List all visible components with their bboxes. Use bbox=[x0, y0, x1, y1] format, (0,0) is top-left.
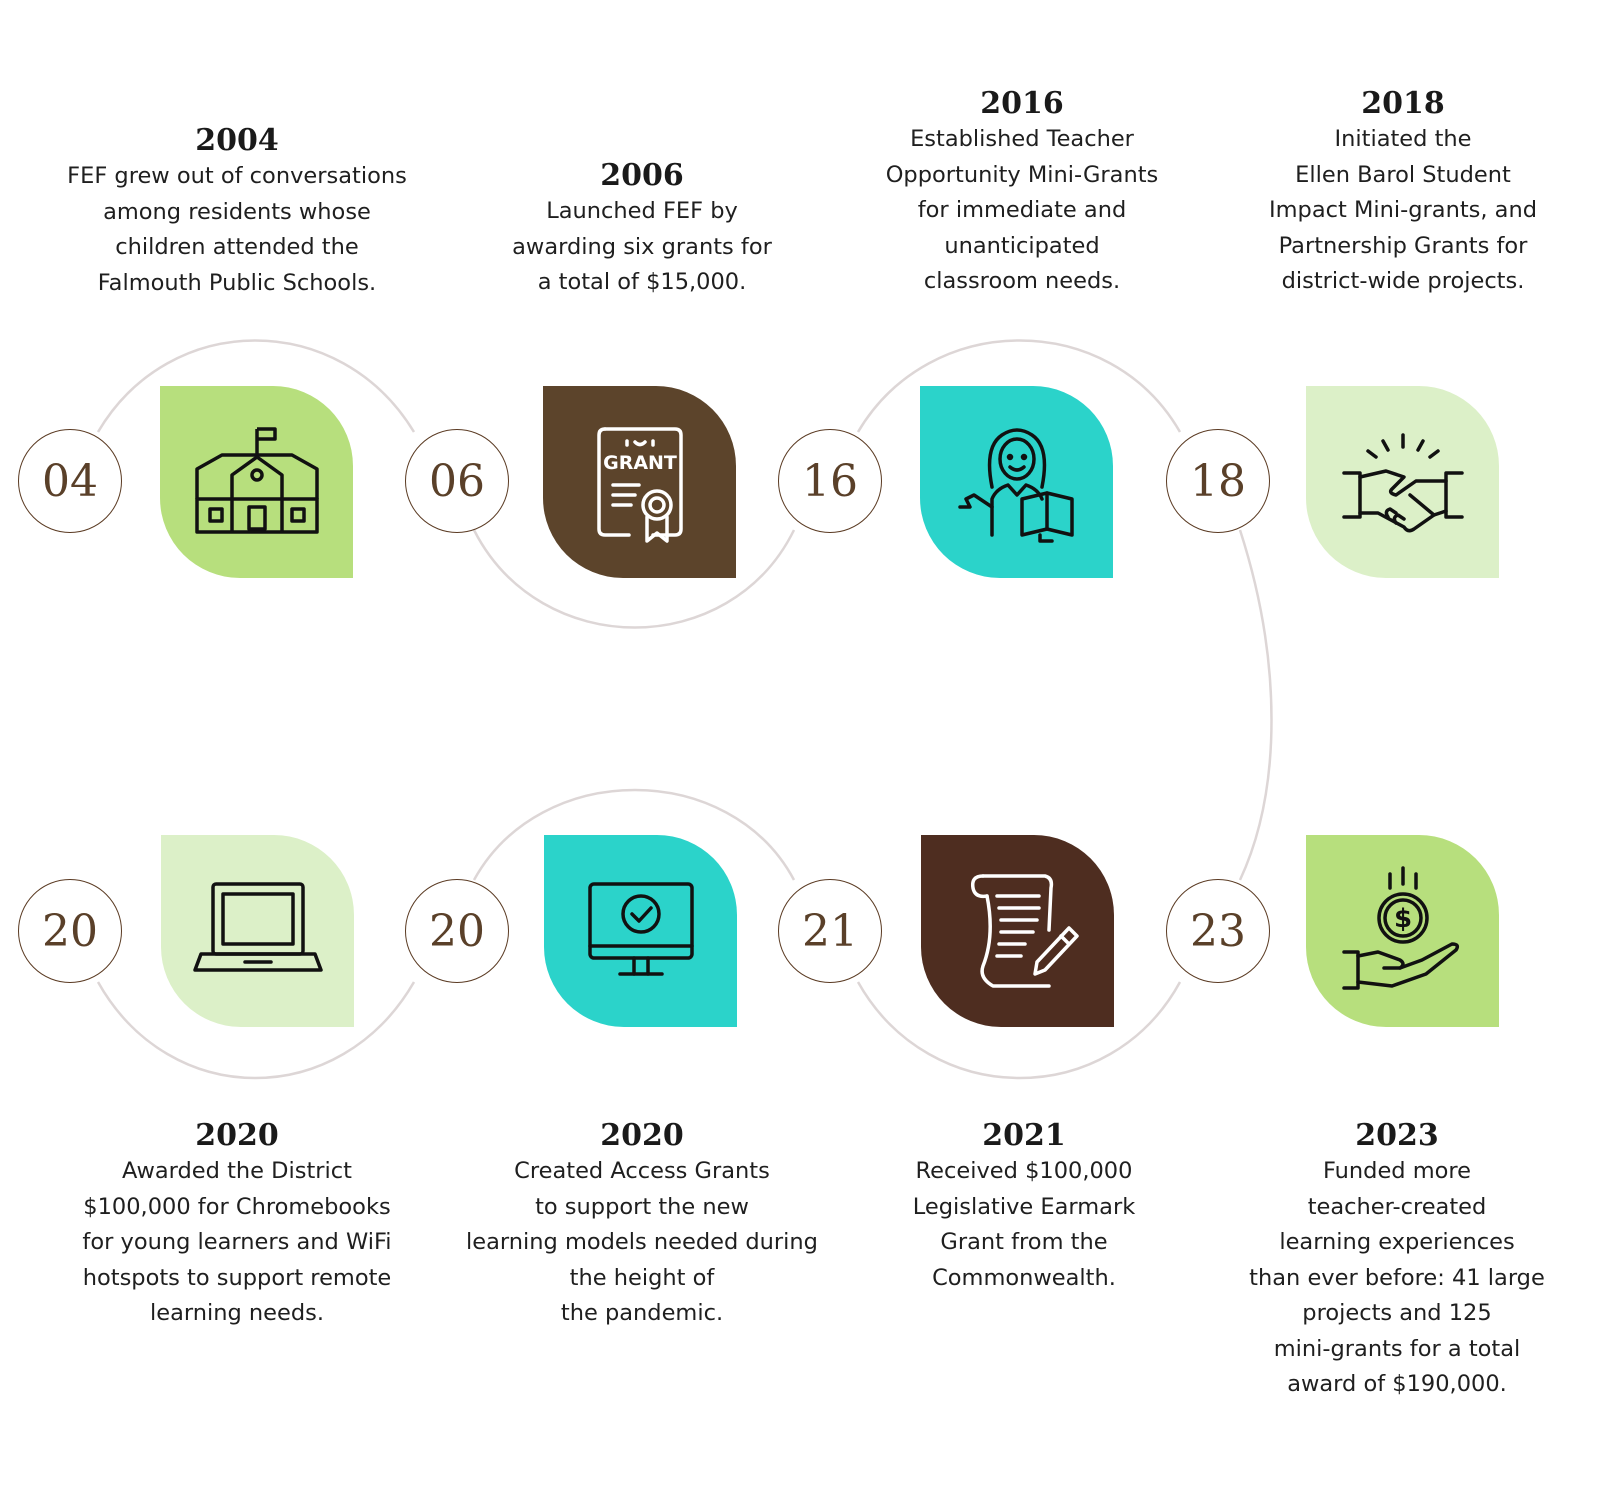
monitor-checkmark-icon bbox=[587, 882, 694, 976]
description-line: Ellen Barol Student bbox=[1295, 161, 1511, 188]
description-line: Received $100,000 bbox=[915, 1158, 1133, 1184]
description-line: among residents whose bbox=[103, 198, 371, 225]
milestone-description: Received $100,000 Legislative Earmark Gr… bbox=[834, 1154, 1214, 1296]
description-line: Grant from the bbox=[940, 1229, 1108, 1255]
milestone-tile-2021 bbox=[921, 835, 1114, 1027]
milestone-caption-2018: 2018 Initiated the Ellen Barol Student I… bbox=[1213, 86, 1593, 300]
description-line: Falmouth Public Schools. bbox=[97, 269, 377, 296]
description-line: Launched FEF by bbox=[546, 198, 738, 224]
year-circle-20b: 20 bbox=[405, 879, 509, 983]
year-circle-23: 23 bbox=[1166, 879, 1270, 983]
description-line: the pandemic. bbox=[560, 1300, 724, 1326]
description-line: district-wide projects. bbox=[1281, 268, 1525, 294]
description-line: the height of bbox=[569, 1264, 715, 1291]
description-line: Established Teacher bbox=[910, 126, 1134, 152]
description-line: Impact Mini-grants, and bbox=[1268, 197, 1538, 223]
milestone-year: 2004 bbox=[195, 123, 279, 158]
year-circle-18: 18 bbox=[1166, 429, 1270, 533]
handshake-icon bbox=[1341, 433, 1464, 533]
milestone-tile-2020-chromebooks bbox=[161, 835, 354, 1027]
description-line: unanticipated bbox=[944, 232, 1100, 259]
milestone-description: Funded more teacher-created learning exp… bbox=[1207, 1154, 1587, 1403]
milestone-caption-2016: 2016 Established Teacher Opportunity Min… bbox=[832, 86, 1212, 300]
milestone-tile-2016 bbox=[920, 386, 1113, 578]
school-house-icon bbox=[194, 427, 319, 534]
milestone-description: Awarded the District $100,000 for Chrome… bbox=[47, 1154, 427, 1332]
milestone-year: 2020 bbox=[600, 1118, 684, 1153]
svg-text:$: $ bbox=[1393, 904, 1411, 934]
milestone-caption-2020-access: 2020 Created Access Grants to support th… bbox=[452, 1118, 832, 1332]
description-line: award of $190,000. bbox=[1287, 1371, 1507, 1397]
milestone-year: 2021 bbox=[982, 1118, 1066, 1153]
description-line: Funded more bbox=[1322, 1158, 1472, 1184]
description-line: for immediate and bbox=[917, 197, 1127, 223]
description-line: awarding six grants for bbox=[512, 233, 772, 260]
year-circle-20a: 20 bbox=[18, 879, 122, 983]
laptop-icon bbox=[192, 882, 323, 972]
description-line: learning models needed during bbox=[466, 1229, 818, 1255]
description-line: Partnership Grants for bbox=[1278, 232, 1528, 259]
description-line: FEF grew out of conversations bbox=[67, 163, 407, 189]
description-line: Awarded the District bbox=[122, 1158, 352, 1184]
description-line: learning experiences bbox=[1279, 1229, 1515, 1255]
milestone-tile-2020-access bbox=[544, 835, 737, 1027]
hand-with-dollar-coin-icon: $ bbox=[1341, 866, 1459, 990]
milestone-tile-2004 bbox=[160, 386, 353, 578]
description-line: teacher-created bbox=[1307, 1193, 1487, 1220]
milestone-description: FEF grew out of conversations among resi… bbox=[47, 159, 427, 301]
milestone-year: 2023 bbox=[1355, 1118, 1439, 1153]
milestone-caption-2006: 2006 Launched FEF by awarding six grants… bbox=[452, 158, 832, 301]
milestone-tile-2018 bbox=[1306, 386, 1499, 578]
milestone-description: Established Teacher Opportunity Mini-Gra… bbox=[832, 122, 1212, 300]
description-line: hotspots to support remote bbox=[82, 1264, 392, 1291]
description-line: Legislative Earmark bbox=[912, 1193, 1136, 1220]
teacher-with-book-icon bbox=[957, 428, 1074, 543]
description-line: classroom needs. bbox=[923, 268, 1121, 294]
milestone-year: 2018 bbox=[1361, 86, 1445, 121]
milestone-caption-2021: 2021 Received $100,000 Legislative Earma… bbox=[834, 1118, 1214, 1296]
grant-label: GRANT bbox=[603, 452, 677, 474]
description-line: $100,000 for Chromebooks bbox=[83, 1193, 391, 1220]
description-line: mini-grants for a total bbox=[1273, 1335, 1521, 1362]
year-circle-16: 16 bbox=[778, 429, 882, 533]
milestone-description: Initiated the Ellen Barol Student Impact… bbox=[1213, 122, 1593, 300]
description-line: children attended the bbox=[115, 234, 359, 260]
milestone-description: Created Access Grants to support the new… bbox=[452, 1154, 832, 1332]
description-line: Opportunity Mini-Grants bbox=[885, 161, 1159, 188]
scroll-document-icon bbox=[970, 874, 1079, 988]
description-line: Created Access Grants bbox=[514, 1158, 770, 1184]
year-circle-21: 21 bbox=[778, 879, 882, 983]
milestone-year: 2006 bbox=[600, 158, 684, 193]
milestone-year: 2016 bbox=[980, 86, 1064, 121]
description-line: a total of $15,000. bbox=[537, 269, 747, 295]
milestone-caption-2004: 2004 FEF grew out of conversations among… bbox=[47, 123, 427, 301]
description-line: Initiated the bbox=[1334, 126, 1472, 152]
milestone-caption-2020-chromebooks: 2020 Awarded the District $100,000 for C… bbox=[47, 1118, 427, 1332]
description-line: Commonwealth. bbox=[932, 1264, 1116, 1291]
year-circle-04: 04 bbox=[18, 429, 122, 533]
milestone-year: 2020 bbox=[195, 1118, 279, 1153]
description-line: projects and 125 bbox=[1302, 1300, 1492, 1326]
milestone-tile-2006: GRANT bbox=[543, 386, 736, 578]
milestone-tile-2023: $ bbox=[1306, 835, 1499, 1027]
milestone-caption-2023: 2023 Funded more teacher-created learnin… bbox=[1207, 1118, 1587, 1403]
description-line: for young learners and WiFi bbox=[82, 1229, 392, 1255]
description-line: to support the new bbox=[535, 1193, 749, 1220]
description-line: than ever before: 41 large bbox=[1249, 1264, 1545, 1291]
milestone-description: Launched FEF by awarding six grants for … bbox=[452, 194, 832, 301]
grant-certificate-icon: GRANT bbox=[596, 427, 683, 543]
year-circle-06: 06 bbox=[405, 429, 509, 533]
description-line: learning needs. bbox=[149, 1300, 325, 1326]
